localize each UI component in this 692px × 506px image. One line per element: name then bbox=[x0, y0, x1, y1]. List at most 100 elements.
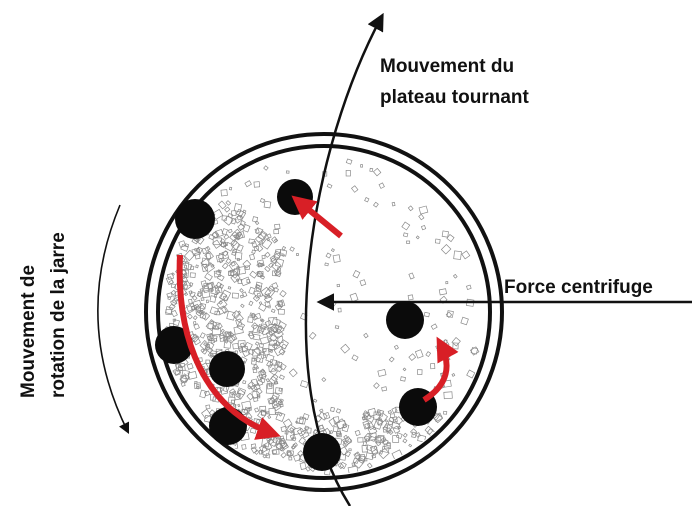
powder-grain bbox=[243, 225, 250, 233]
powder-grain bbox=[471, 348, 478, 355]
powder-grain bbox=[253, 398, 257, 402]
powder-grain bbox=[446, 282, 448, 284]
powder-grain bbox=[188, 314, 193, 319]
powder-grain bbox=[254, 182, 260, 188]
powder-grain bbox=[379, 183, 384, 189]
powder-grain bbox=[195, 253, 200, 259]
powder-grain bbox=[336, 409, 340, 413]
powder-grain bbox=[402, 222, 410, 230]
powder-grain bbox=[210, 296, 216, 303]
powder-grain bbox=[240, 289, 244, 293]
powder-grain bbox=[253, 325, 260, 333]
powder-grain bbox=[205, 273, 213, 280]
powder-grain bbox=[452, 374, 455, 377]
powder-grain bbox=[424, 312, 429, 316]
powder-grain bbox=[466, 285, 471, 289]
powder-grain bbox=[196, 265, 199, 268]
powder-grain bbox=[417, 370, 422, 375]
powder-grain bbox=[189, 299, 193, 303]
powder-grain bbox=[418, 435, 426, 442]
powder-grain bbox=[255, 408, 259, 412]
ball bbox=[303, 433, 341, 471]
powder-grain bbox=[392, 202, 395, 206]
powder-grain bbox=[407, 241, 410, 243]
powder-grain bbox=[409, 354, 416, 361]
powder-grain bbox=[461, 317, 469, 325]
powder-grain bbox=[242, 401, 252, 410]
powder-grain bbox=[265, 252, 270, 257]
powder-grain bbox=[320, 409, 323, 412]
powder-grain bbox=[261, 448, 269, 456]
powder-grain bbox=[335, 326, 339, 329]
powder-grain bbox=[444, 340, 447, 343]
powder-grain bbox=[287, 452, 292, 457]
powder-grain bbox=[248, 386, 251, 389]
powder-grain bbox=[233, 404, 235, 406]
powder-grain bbox=[439, 289, 446, 295]
powder-grain bbox=[392, 408, 397, 413]
powder-grain bbox=[192, 295, 197, 300]
powder-grain bbox=[243, 381, 246, 384]
powder-grain bbox=[195, 381, 197, 383]
powder-grain bbox=[431, 364, 435, 369]
powder-grain bbox=[217, 274, 224, 280]
powder-grain bbox=[361, 165, 363, 168]
powder-grain bbox=[250, 271, 257, 278]
powder-grain bbox=[237, 258, 239, 261]
powder-grain bbox=[352, 355, 358, 361]
powder-grain bbox=[353, 271, 360, 278]
powder-grain bbox=[260, 198, 264, 202]
powder-grain bbox=[286, 171, 289, 173]
powder-grain bbox=[421, 225, 425, 229]
powder-grain bbox=[256, 419, 260, 423]
powder-grain bbox=[409, 444, 412, 447]
powder-grain bbox=[290, 247, 295, 252]
powder-grain bbox=[261, 275, 265, 279]
powder-grain bbox=[360, 280, 366, 286]
powder-grain bbox=[300, 417, 302, 419]
powder-grain bbox=[226, 259, 231, 264]
powder-grain bbox=[275, 259, 283, 267]
powder-grain bbox=[202, 290, 210, 297]
powder-grain bbox=[206, 405, 210, 409]
powder-grain bbox=[331, 249, 334, 252]
powder-grain bbox=[264, 201, 271, 208]
powder-grain bbox=[376, 438, 381, 443]
ball bbox=[209, 407, 247, 445]
powder-grain bbox=[240, 295, 243, 298]
powder-grain bbox=[188, 371, 197, 379]
powder-grain bbox=[193, 316, 197, 320]
powder-grain bbox=[378, 369, 386, 376]
powder-grain bbox=[213, 240, 221, 248]
jar-rotation-arrow bbox=[98, 205, 128, 432]
powder-grain bbox=[238, 404, 240, 407]
powder-grain bbox=[333, 427, 338, 432]
powder-grain bbox=[279, 413, 282, 416]
powder-grain bbox=[280, 291, 286, 297]
powder-grain bbox=[255, 357, 261, 362]
powder-grain bbox=[276, 412, 278, 415]
powder-grain bbox=[373, 202, 378, 207]
powder-grain bbox=[266, 379, 269, 382]
powder-grain bbox=[453, 274, 457, 278]
powder-grain bbox=[282, 247, 285, 251]
powder-grain bbox=[266, 354, 274, 362]
powder-grain bbox=[337, 284, 340, 287]
powder-grain bbox=[210, 307, 218, 315]
powder-grain bbox=[242, 445, 246, 450]
powder-grain bbox=[241, 304, 245, 307]
powder-grain bbox=[222, 263, 228, 269]
powder-grain bbox=[250, 254, 255, 260]
powder-grain bbox=[296, 253, 298, 255]
powder-grain bbox=[289, 457, 292, 460]
powder-grain bbox=[403, 433, 407, 437]
powder-grain bbox=[221, 329, 224, 332]
powder-grain bbox=[416, 236, 419, 239]
powder-grain bbox=[290, 428, 294, 432]
powder-grain bbox=[322, 378, 326, 382]
powder-grain bbox=[289, 369, 297, 377]
powder-grain bbox=[313, 399, 316, 402]
powder-grain bbox=[228, 229, 232, 232]
powder-grain bbox=[205, 391, 210, 396]
